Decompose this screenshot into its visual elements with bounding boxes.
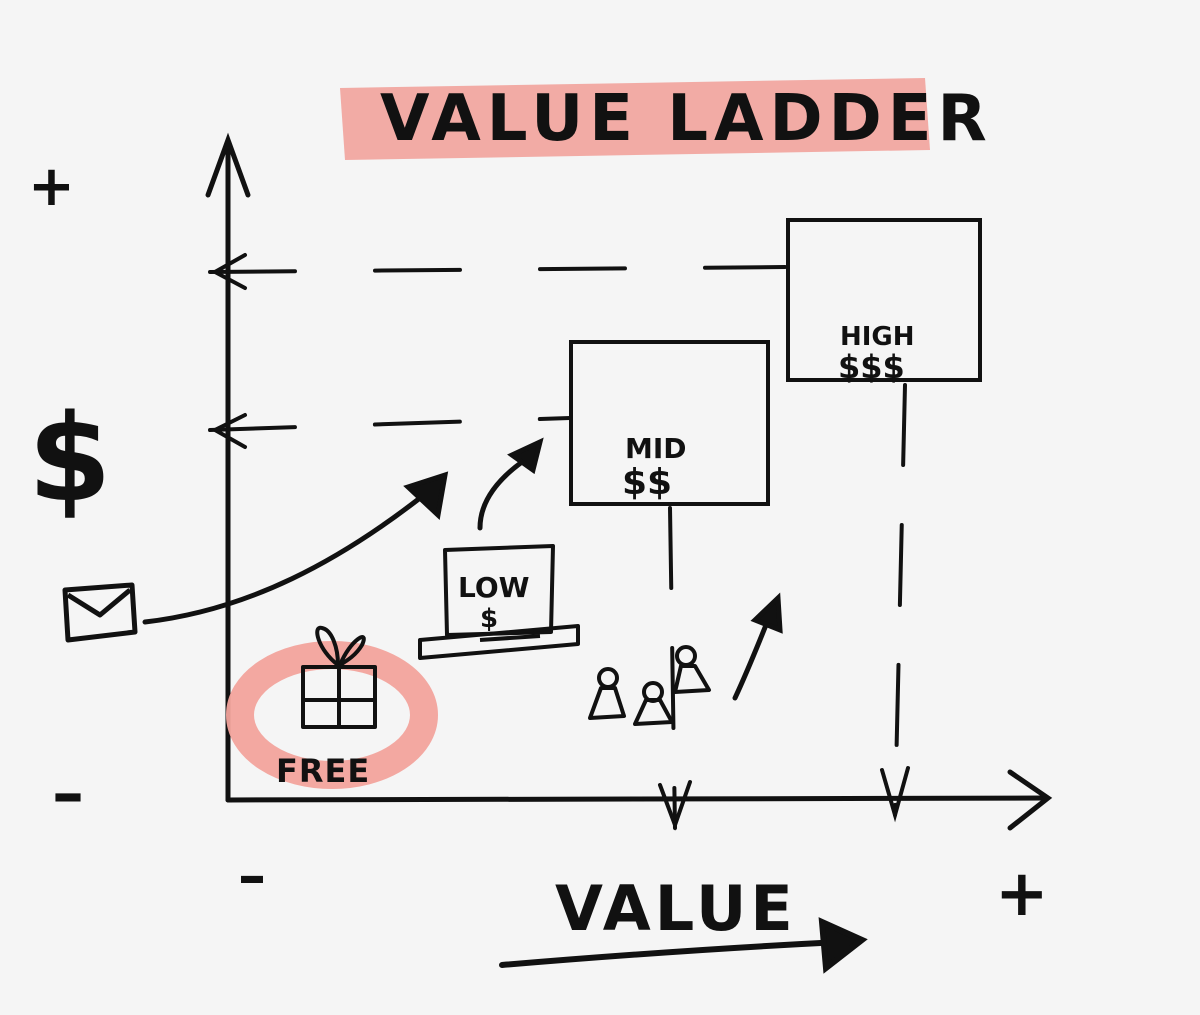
- price-guide-arrowheads: [210, 253, 247, 449]
- y-minus-label: –: [52, 757, 84, 831]
- y-axis: [205, 132, 251, 803]
- envelope-icon: [62, 582, 138, 643]
- value-guide-arrowheads: [658, 766, 910, 831]
- growth-arrow-people: [732, 592, 783, 701]
- x-axis-label: VALUE: [555, 872, 797, 945]
- tier-low-price: $: [480, 604, 498, 634]
- tier-low-label: LOW: [458, 571, 530, 604]
- tier-high-label: HIGH: [840, 322, 915, 352]
- x-axis: [225, 769, 1053, 831]
- free-highlight-ring: [226, 641, 438, 789]
- page-title: VALUE LADDER: [380, 82, 993, 156]
- title-highlight: [340, 78, 930, 160]
- x-plus-label: +: [995, 857, 1049, 931]
- y-plus-label: +: [28, 154, 75, 219]
- tier-mid-label: MID: [625, 432, 687, 465]
- x-minus-label: –: [238, 844, 266, 909]
- growth-arrow-envelope: [142, 471, 449, 625]
- tier-mid: MID $$: [569, 340, 770, 506]
- tier-high: HIGH $$$: [786, 218, 982, 386]
- laptop-icon: [418, 544, 580, 660]
- tier-high-price: $$$: [838, 348, 905, 386]
- value-arrow: [499, 917, 868, 974]
- price-guides: [208, 265, 787, 432]
- growth-arrow-laptop: [477, 437, 544, 531]
- y-axis-label: $: [28, 390, 112, 529]
- tier-mid-price: $$: [622, 462, 672, 503]
- gift-icon: [301, 625, 377, 729]
- value-guides: [668, 383, 907, 830]
- tier-free-label: FREE: [276, 752, 370, 790]
- people-icon: [588, 645, 711, 726]
